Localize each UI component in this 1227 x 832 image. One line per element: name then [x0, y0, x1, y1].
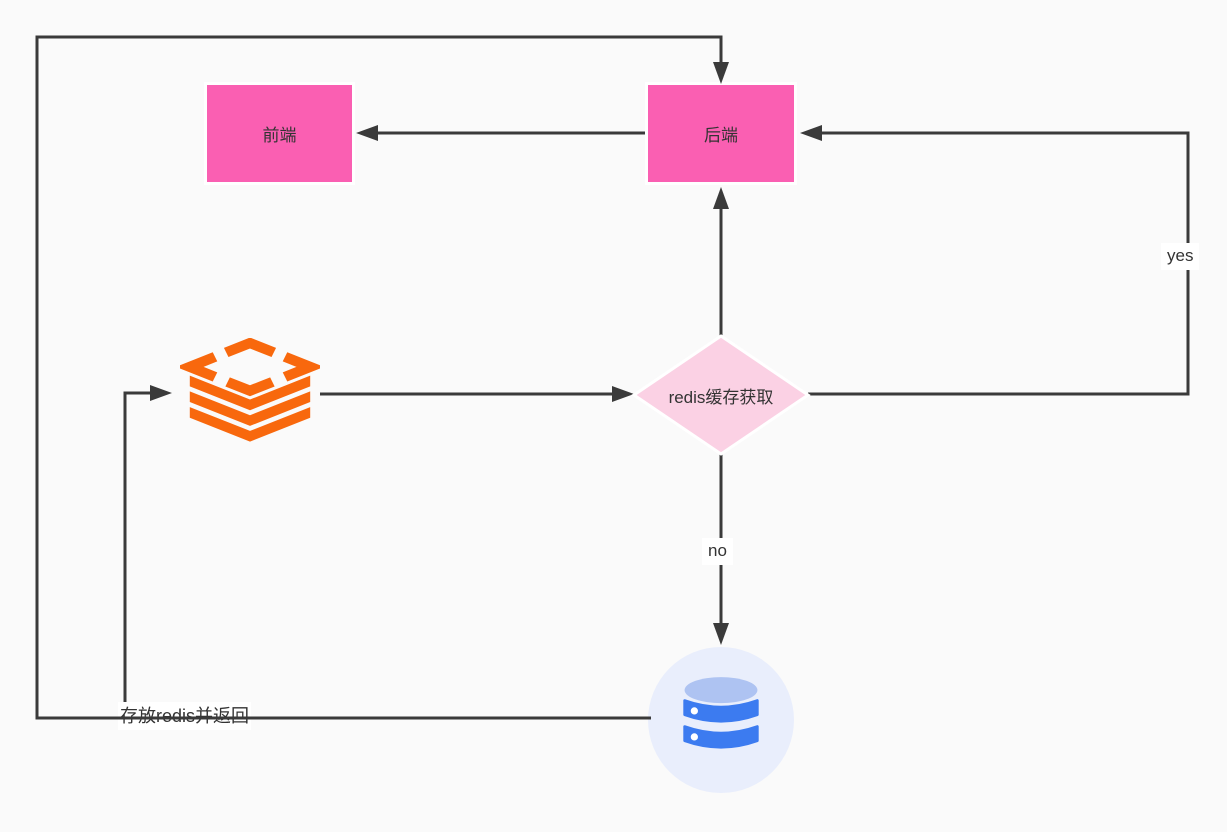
node-frontend[interactable]: 前端	[204, 82, 355, 185]
edge-label-no: no	[702, 538, 733, 565]
edge-label-store-redis-return: 存放redis并返回	[118, 702, 252, 731]
database-icon	[683, 677, 759, 749]
node-decision[interactable]: redis缓存获取	[631, 333, 811, 457]
arrowhead-down	[713, 623, 729, 645]
node-backend[interactable]: 后端	[645, 82, 797, 185]
edge-backend-to-frontend	[356, 125, 645, 141]
arrowhead-up	[713, 187, 729, 209]
edge-decision-to-backend	[713, 187, 729, 338]
edge-store-to-redis	[123, 385, 172, 718]
node-redis-cache[interactable]	[176, 337, 324, 446]
node-backend-label: 后端	[704, 126, 738, 145]
node-database[interactable]	[648, 647, 794, 793]
edge-redis-to-decision	[320, 386, 634, 402]
edge-database-loop-to-backend	[35, 35, 729, 720]
redis-icon	[176, 337, 324, 442]
arrowhead-down	[713, 62, 729, 84]
arrowhead-right	[150, 385, 172, 401]
edge-label-yes: yes	[1161, 243, 1200, 270]
arrowhead-left	[356, 125, 378, 141]
node-frontend-label: 前端	[262, 126, 297, 145]
node-decision-label: redis缓存获取	[668, 387, 774, 407]
arrowhead-left	[800, 125, 822, 141]
edge-decision-yes-to-backend	[800, 125, 1190, 396]
